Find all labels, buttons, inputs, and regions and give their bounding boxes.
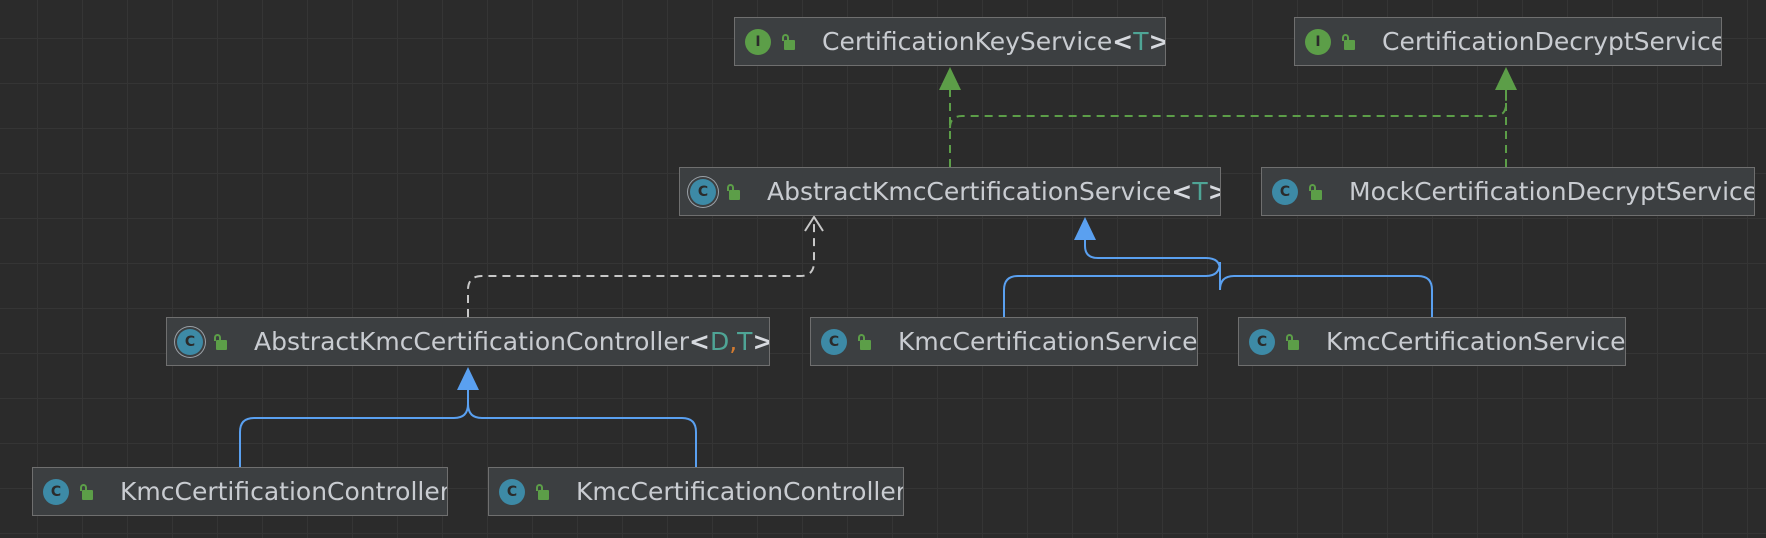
class-icon: C: [1272, 178, 1298, 205]
edge-dependency: [467, 220, 815, 317]
node-label: KmcCertificationService: [1326, 327, 1626, 356]
node-name: MockCertificationDecryptService: [1349, 177, 1755, 206]
node-label: MockCertificationDecryptService: [1349, 177, 1755, 206]
node-mock-decrypt-service[interactable]: C MockCertificationDecryptService: [1261, 167, 1755, 216]
edge-inheritance: [467, 403, 697, 467]
inheritance-arrowhead: [457, 367, 479, 390]
type-parameter: T: [737, 327, 753, 356]
node-name: KmcCertificationController: [576, 477, 904, 506]
public-visibility-icon: [213, 333, 227, 350]
public-visibility-icon: [857, 333, 871, 350]
node-name: KmcCertificationService: [1326, 327, 1625, 356]
public-visibility-icon: [79, 483, 93, 500]
type-bracket-close: >: [1208, 177, 1220, 206]
type-parameter: D: [709, 327, 730, 356]
node-label: AbstractKmcCertificationController: [254, 327, 689, 356]
node-kmc-service-2[interactable]: C KmcCertificationService: [1238, 317, 1626, 366]
edge-inheritance: [1084, 240, 1221, 271]
type-param-separator: ,: [729, 327, 738, 356]
type-parameter: T: [1192, 177, 1208, 206]
interface-icon: I: [1305, 28, 1331, 55]
public-visibility-icon: [535, 483, 549, 500]
class-icon: C: [499, 478, 525, 505]
dependency-arrowhead: [804, 215, 824, 232]
class-icon: C: [1249, 328, 1275, 355]
public-visibility-icon: [726, 183, 740, 200]
type-bracket-open: <: [688, 327, 710, 356]
public-visibility-icon: [1285, 333, 1299, 350]
node-cert-decrypt-service[interactable]: I CertificationDecryptService: [1294, 17, 1722, 66]
node-name: AbstractKmcCertificationService<T>: [767, 177, 1220, 206]
edge-inheritance: [1003, 261, 1433, 317]
abstract-class-icon: C: [690, 178, 716, 205]
node-label: CertificationKeyService: [822, 27, 1113, 56]
inheritance-arrowhead: [1074, 217, 1096, 240]
node-kmc-service-1[interactable]: C KmcCertificationService: [810, 317, 1198, 366]
edge-inheritance: [239, 390, 469, 467]
node-abstract-service[interactable]: C AbstractKmcCertificationService<T>: [679, 167, 1221, 216]
node-label: KmcCertificationController: [576, 477, 904, 506]
node-name: KmcCertificationController: [120, 477, 448, 506]
realization-arrowhead: [939, 67, 961, 90]
public-visibility-icon: [781, 33, 795, 50]
class-icon: C: [43, 478, 69, 505]
node-name: CertificationDecryptService: [1382, 27, 1722, 56]
node-label: KmcCertificationController: [120, 477, 448, 506]
node-label: CertificationDecryptService: [1382, 27, 1722, 56]
abstract-class-icon: C: [177, 328, 203, 355]
node-label: KmcCertificationService: [898, 327, 1198, 356]
type-bracket-close: >: [752, 327, 769, 356]
public-visibility-icon: [1341, 33, 1355, 50]
node-name: KmcCertificationService: [898, 327, 1197, 356]
node-kmc-controller-1[interactable]: C KmcCertificationController: [32, 467, 448, 516]
interface-icon: I: [745, 28, 771, 55]
type-bracket-open: <: [1171, 177, 1193, 206]
realization-arrowhead: [1495, 67, 1517, 90]
edge-realization: [949, 90, 1507, 129]
type-parameter: T: [1133, 27, 1149, 56]
node-kmc-controller-2[interactable]: C KmcCertificationController: [488, 467, 904, 516]
node-label: AbstractKmcCertificationService: [767, 177, 1172, 206]
node-abstract-controller[interactable]: C AbstractKmcCertificationController<D, T…: [166, 317, 770, 366]
type-bracket-open: <: [1112, 27, 1134, 56]
class-icon: C: [821, 328, 847, 355]
type-bracket-close: >: [1149, 27, 1165, 56]
node-name: CertificationKeyService<T>: [822, 27, 1165, 56]
public-visibility-icon: [1308, 183, 1322, 200]
node-name: AbstractKmcCertificationController<D, T>: [254, 327, 769, 356]
node-cert-key-service[interactable]: I CertificationKeyService<T>: [734, 17, 1166, 66]
